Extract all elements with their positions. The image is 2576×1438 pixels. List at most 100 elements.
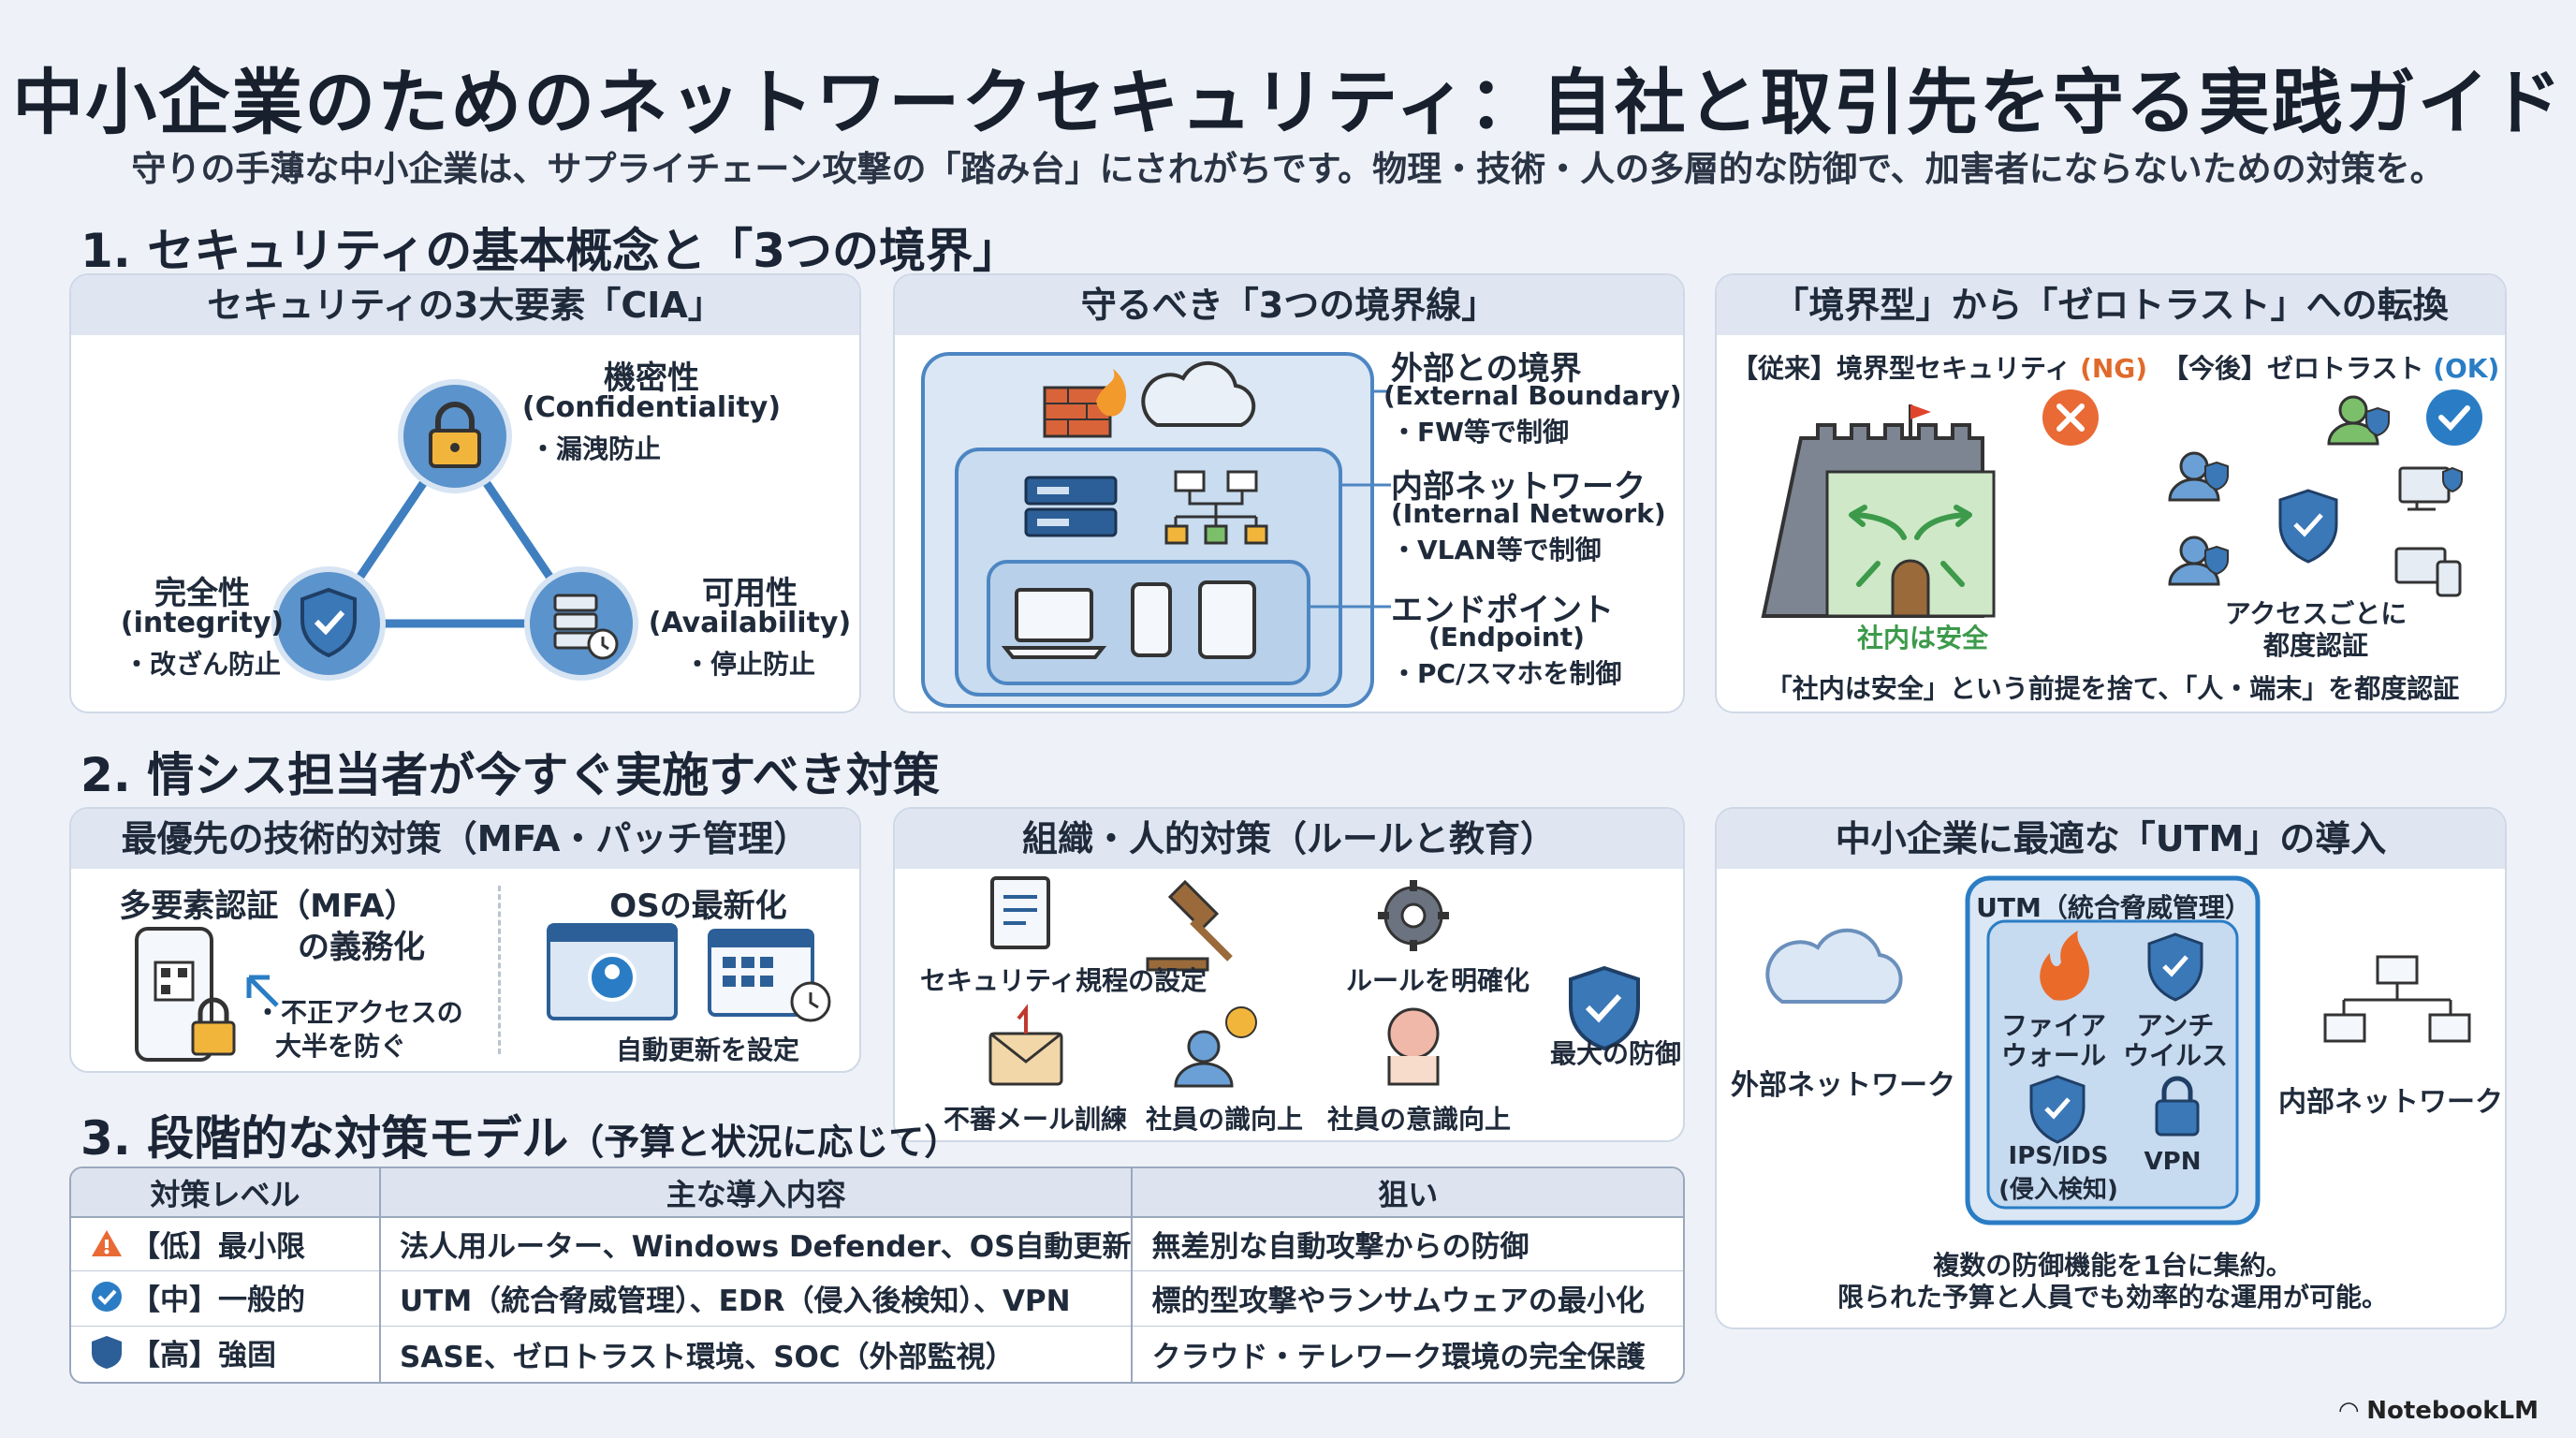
- tech-divider: [498, 886, 501, 1054]
- section-3-title: 3. 段階的な対策モデル（予算と状況に応じて）: [80, 1111, 960, 1166]
- zerotrust-inside-safe: 社内は安全: [1856, 623, 1988, 653]
- utm-antivirus-1: アンチ: [2136, 1010, 2215, 1041]
- tech-panel: 最優先の技術的対策（MFA・パッチ管理） 多要素認証（MFA） の義務化 ・不正…: [69, 807, 861, 1073]
- cia-availability-desc: ・停止防止: [683, 649, 815, 680]
- countermeasure-table: 対策レベル 主な導入内容 狙い 【低】最小限 法人用ルーター、Windows D…: [69, 1167, 1685, 1384]
- user-shield-icon-2: [2327, 395, 2390, 446]
- boundary-panel: 守るべき「3つの境界線」: [893, 273, 1685, 713]
- utm-ips-2: (侵入検知): [1998, 1176, 2118, 1204]
- network-topology-icon: [1164, 470, 1268, 545]
- notebooklm-brand: ◠ NotebookLM: [2339, 1397, 2539, 1425]
- table-cell-level: 【低】最小限: [71, 1216, 381, 1271]
- gavel-icon: [1146, 879, 1233, 972]
- cia-confidentiality-name: 機密性: [604, 360, 699, 397]
- tech-mfa-title-2: の義務化: [298, 929, 425, 966]
- cia-confidentiality-en: (Confidentiality): [521, 391, 782, 424]
- tech-panel-header: 最優先の技術的対策（MFA・パッチ管理）: [71, 809, 859, 869]
- boundary-diagram: [921, 352, 1391, 708]
- shield-check-icon-antivirus: [2147, 932, 2203, 1002]
- firewall-icon: [1043, 369, 1127, 438]
- table-cell-content: 法人用ルーター、Windows Defender、OS自動更新: [380, 1216, 1134, 1271]
- section-1-title: 1. セキュリティの基本概念と「3つの境界」: [80, 224, 1019, 278]
- brain-icon: [1387, 1007, 1440, 1086]
- boundary-external-name: 外部との境界: [1391, 350, 1582, 388]
- utm-diagram: [1765, 875, 2471, 1225]
- table-header-aim: 狙い: [1132, 1168, 1683, 1218]
- warning-icon: [92, 1230, 122, 1257]
- table-cell-aim: クラウド・テレワーク環境の完全保護: [1132, 1325, 1683, 1382]
- table-row: 【高】強固 SASE、ゼロトラスト環境、SOC（外部監視） クラウド・テレワーク…: [71, 1325, 1683, 1382]
- central-shield-icon: [2278, 489, 2338, 564]
- cia-availability-en: (Availability): [648, 607, 852, 639]
- utm-firewall-2: ウォール: [2000, 1040, 2106, 1071]
- table-header-level: 対策レベル: [71, 1168, 381, 1218]
- person-question-icon: [1174, 1006, 1257, 1088]
- utm-panel-header: 中小企業に最適な「UTM」の導入: [1717, 809, 2505, 869]
- boundary-endpoint-en: (Endpoint): [1428, 622, 1585, 653]
- table-row: 【低】最小限 法人用ルーター、Windows Defender、OS自動更新 無…: [71, 1216, 1683, 1271]
- utm-antivirus-2: ウイルス: [2122, 1040, 2228, 1071]
- ng-x-icon: [2042, 389, 2099, 446]
- zerotrust-panel: 「境界型」から「ゼロトラスト」への転換 【従来】境界型セキュリティ (NG) 【…: [1715, 273, 2507, 713]
- tech-mfa-desc-1: ・不正アクセスの: [255, 997, 463, 1028]
- cia-panel-header: セキュリティの3大要素「CIA」: [71, 275, 859, 335]
- org-aware1-label: 社員の識向上: [1145, 1104, 1303, 1135]
- utm-ips-1: IPS/IDS: [2008, 1142, 2109, 1170]
- fire-icon: [2040, 931, 2089, 1001]
- org-aware2-label: 社員の意識向上: [1326, 1104, 1511, 1135]
- org-clarify-label: ルールを明確化: [1345, 965, 1530, 996]
- utm-firewall-1: ファイア: [2000, 1010, 2106, 1041]
- utm-vpn: VPN: [2144, 1148, 2202, 1176]
- cia-diagram: [271, 379, 638, 681]
- cia-integrity-name: 完全性: [154, 575, 250, 612]
- boundary-external-desc: ・FW等で制御: [1391, 417, 1570, 448]
- utm-desc-1: 複数の防御機能を1台に集約。: [1933, 1250, 2292, 1281]
- utm-external-label: 外部ネットワーク: [1731, 1069, 1955, 1102]
- tech-mfa-desc-2: 大半を防ぐ: [275, 1031, 407, 1062]
- zerotrust-auth-line2: 都度認証: [2262, 630, 2368, 661]
- tech-mfa-title-1: 多要素認証（MFA）: [119, 888, 417, 925]
- mfa-phone-icon: [135, 927, 279, 1062]
- table-cell-level: 【中】一般的: [71, 1269, 381, 1327]
- shield-check-icon-ips: [2029, 1075, 2086, 1144]
- tablet-icon: [1198, 580, 1256, 659]
- org-panel: 組織・人的対策（ルールと教育）: [893, 807, 1685, 1142]
- table-cell-aim: 標的型攻撃やランサムウェアの最小化: [1132, 1269, 1683, 1327]
- shield-check-icon: [300, 587, 357, 658]
- utm-panel: 中小企業に最適な「UTM」の導入 UTM（統合脅威管理） ファイア: [1715, 807, 2507, 1329]
- gear-icon: [1378, 880, 1449, 951]
- zerotrust-panel-header: 「境界型」から「ゼロトラスト」への転換: [1717, 275, 2505, 335]
- table-cell-aim: 無差別な自動攻撃からの防御: [1132, 1216, 1683, 1271]
- org-defense-label: 最大の防御: [1549, 1038, 1681, 1069]
- page-title: 中小企業のためのネットワークセキュリティ：自社と取引先を守る実践ガイド: [12, 61, 2564, 144]
- shield-icon: [92, 1336, 122, 1370]
- document-icon: [990, 876, 1050, 949]
- boundary-internal-en: (Internal Network): [1391, 498, 1666, 529]
- boundary-external-en: (External Boundary): [1383, 380, 1682, 411]
- ok-check-icon: [2426, 389, 2482, 446]
- utm-box-title: UTM（統合脅威管理）: [1976, 892, 2251, 923]
- boundary-endpoint-name: エンドポイント: [1391, 592, 1614, 629]
- tech-os-desc: 自動更新を設定: [615, 1034, 799, 1065]
- boundary-endpoint-desc: ・PC/スマホを制御: [1391, 658, 1622, 689]
- smartphone-icon: [1131, 582, 1172, 657]
- table-cell-content: UTM（統合脅威管理）、EDR（侵入後検知）、VPN: [380, 1269, 1134, 1327]
- org-rules-label: セキュリティ規程の設定: [919, 965, 1208, 996]
- org-mail-label: 不審メール訓練: [943, 1104, 1127, 1135]
- table-row: 【中】一般的 UTM（統合脅威管理）、EDR（侵入後検知）、VPN 標的型攻撃や…: [71, 1269, 1683, 1327]
- org-icons: [988, 876, 1640, 1088]
- zerotrust-footer: 「社内は安全」という前提を捨て、「人・端末」を都度認証: [1765, 673, 2460, 704]
- boundary-panel-header: 守るべき「3つの境界線」: [895, 275, 1683, 335]
- zerotrust-before-label: 【従来】境界型セキュリティ (NG): [1732, 353, 2148, 384]
- table-header-row: 対策レベル 主な導入内容 狙い: [71, 1168, 1683, 1218]
- cia-integrity-desc: ・改ざん防止: [123, 649, 281, 680]
- page-subtitle: 守りの手薄な中小企業は、サプライチェーン攻撃の「踏み台」にされがちです。物理・技…: [131, 149, 2445, 189]
- org-panel-header: 組織・人的対策（ルールと教育）: [895, 809, 1683, 869]
- server-clock-icon: [553, 594, 619, 660]
- table-header-content: 主な導入内容: [380, 1168, 1134, 1218]
- device-icon: [2394, 547, 2462, 597]
- castle-icon: [1761, 404, 1996, 618]
- cia-panel: セキュリティの3大要素「CIA」 機密性 (Confidentiality) ・…: [69, 273, 861, 713]
- cia-availability-name: 可用性: [702, 575, 798, 612]
- zerotrust-after-label: 【今後】ゼロトラスト (OK): [2162, 353, 2500, 384]
